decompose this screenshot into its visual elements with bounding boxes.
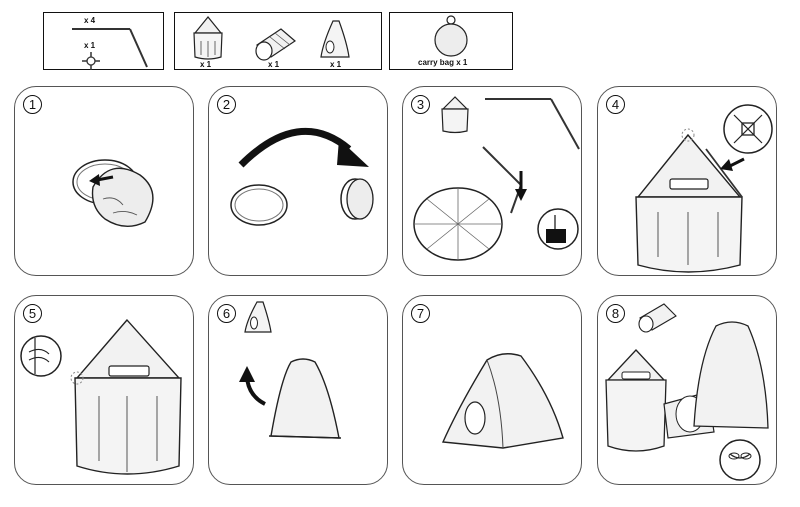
step-1-illustration: [15, 87, 194, 276]
small-tent-icon: [321, 21, 349, 57]
step-8-number: 8: [606, 304, 625, 323]
parts-box-poles: x 4 x 1: [43, 12, 164, 70]
rocket-tent-icon: [194, 17, 222, 59]
pole-icon: [44, 13, 165, 71]
step-7-number: 7: [411, 304, 430, 323]
arrow-icon: [337, 139, 369, 167]
carry-bag-label: carry bag x 1: [418, 58, 467, 67]
step-1-panel: 1: [14, 86, 194, 276]
step-5-illustration: [15, 296, 194, 485]
step-6-illustration: [209, 296, 388, 485]
step-1-number: 1: [23, 95, 42, 114]
step-2-illustration: [209, 87, 388, 276]
step-4-panel: 4: [597, 86, 777, 276]
parts-box-tents: x 1 x 1 x 1: [174, 12, 382, 70]
tunnel-icon: [639, 304, 676, 332]
step-3-number: 3: [411, 95, 430, 114]
step-3-illustration: [403, 87, 582, 276]
step-6-panel: 6: [208, 295, 388, 485]
step-8-panel: 8: [597, 295, 777, 485]
step-3-panel: 3: [402, 86, 582, 276]
small-tent-qty: x 1: [330, 60, 341, 69]
poles-qty: x 4: [84, 16, 95, 25]
step-4-illustration: [598, 87, 777, 276]
step-2-panel: 2: [208, 86, 388, 276]
connector-icon: [81, 51, 101, 71]
step-5-panel: 5: [14, 295, 194, 485]
step-7-panel: 7: [402, 295, 582, 485]
connector-qty: x 1: [84, 41, 95, 50]
tunnel-icon: [256, 29, 295, 60]
step-7-illustration: [403, 296, 582, 485]
arrow-icon: [720, 159, 744, 171]
parts-box-bag: carry bag x 1: [389, 12, 513, 70]
step-5-number: 5: [23, 304, 42, 323]
rocket-tent-qty: x 1: [200, 60, 211, 69]
step-2-number: 2: [217, 95, 236, 114]
step-4-number: 4: [606, 95, 625, 114]
step-8-illustration: [598, 296, 777, 485]
arrow-icon: [239, 366, 265, 404]
tunnel-qty: x 1: [268, 60, 279, 69]
step-6-number: 6: [217, 304, 236, 323]
